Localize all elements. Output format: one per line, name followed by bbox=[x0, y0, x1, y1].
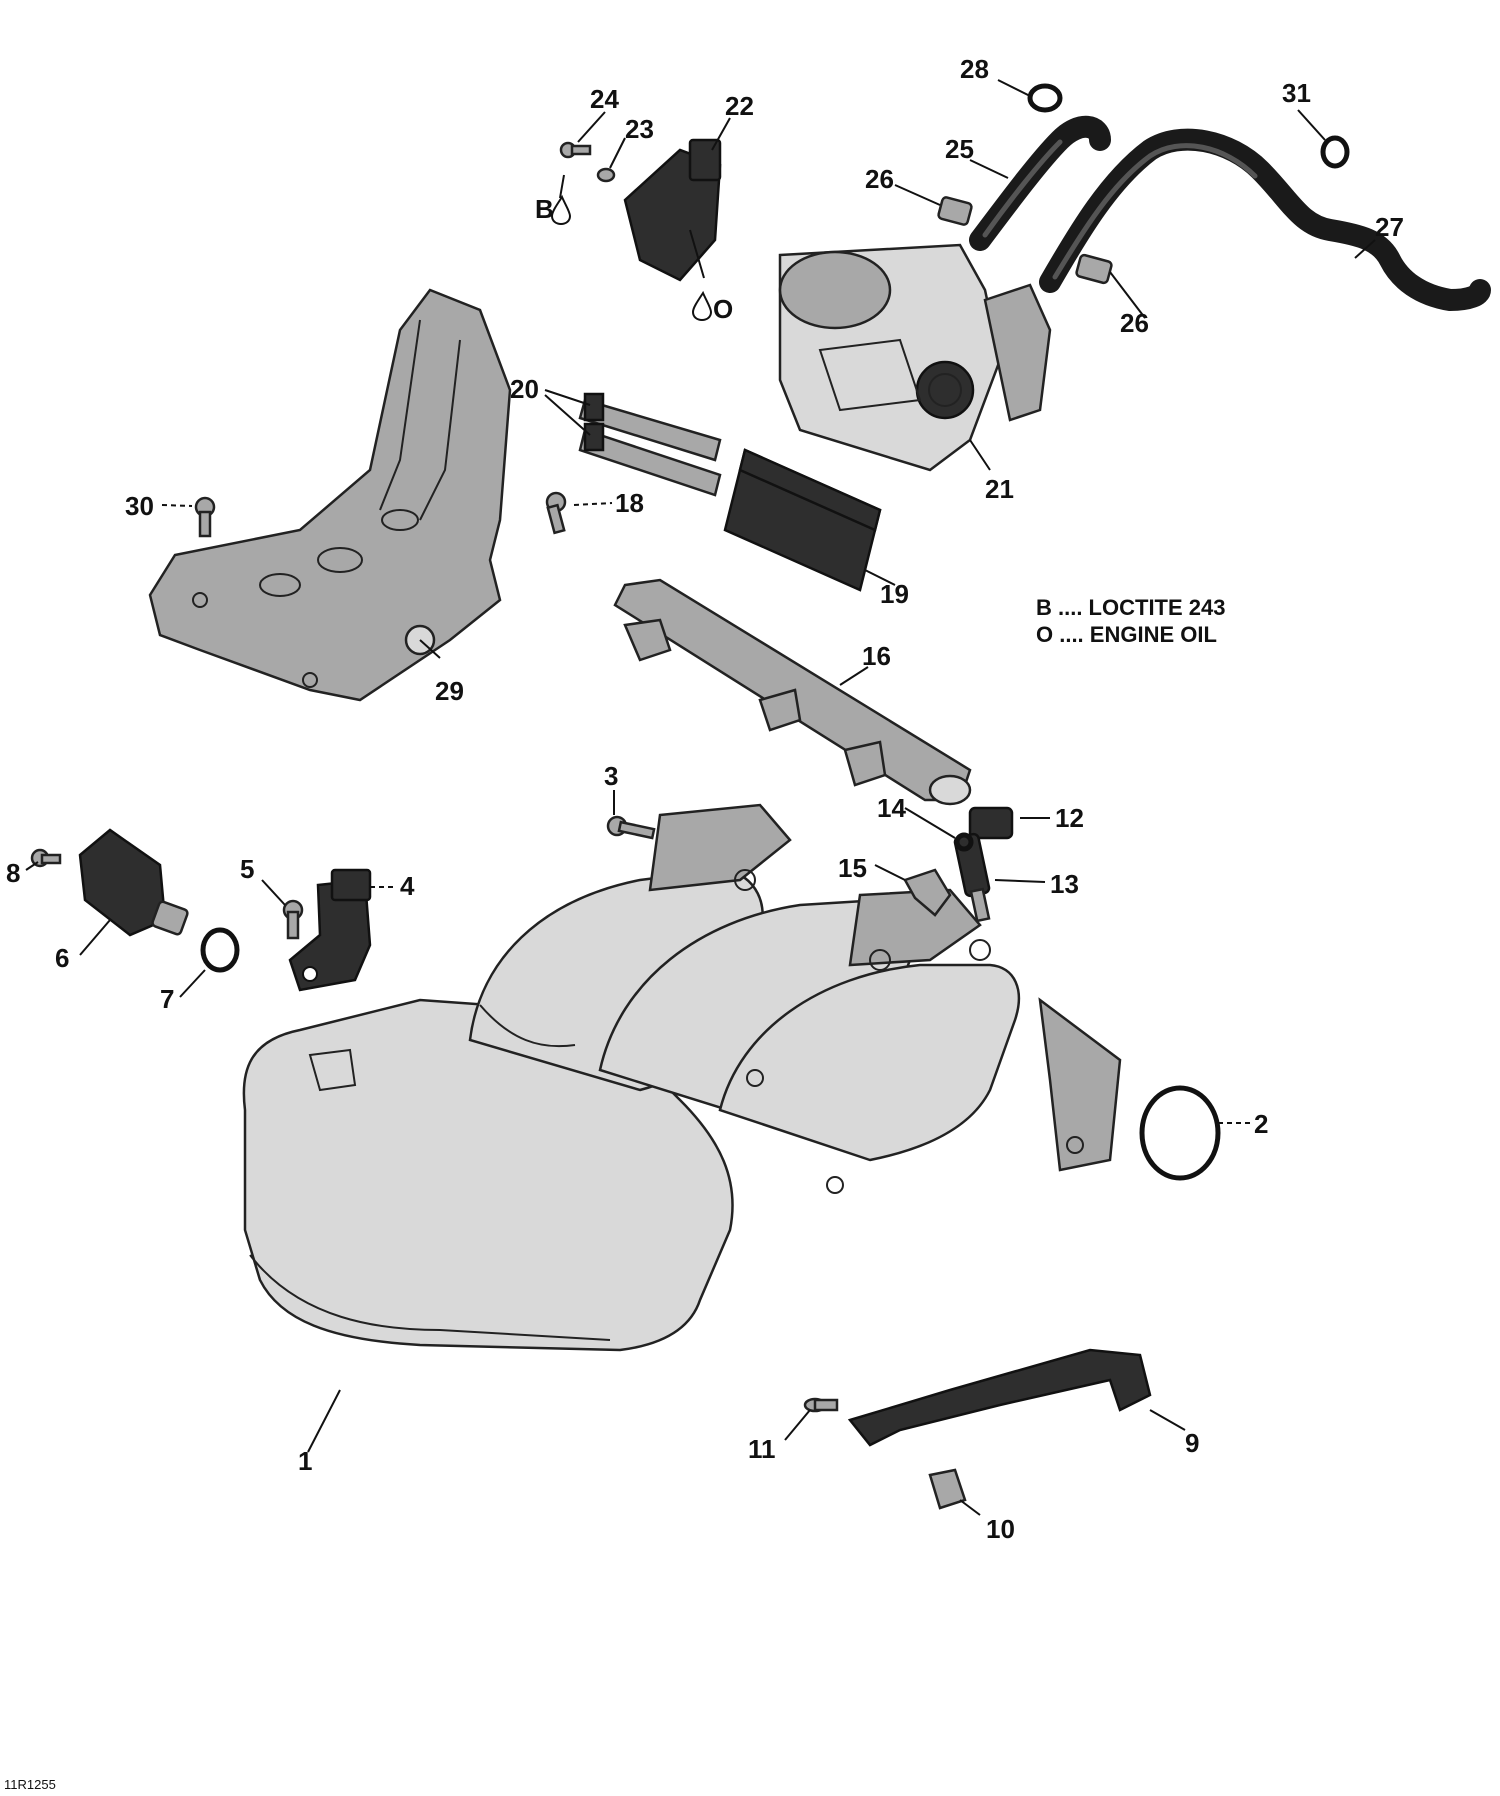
part-screw-5 bbox=[282, 899, 304, 940]
callout-31: 31 bbox=[1282, 78, 1311, 108]
part-hose-clamp-a bbox=[937, 196, 973, 226]
callout-19: 19 bbox=[880, 579, 909, 609]
callout-13: 13 bbox=[1050, 869, 1079, 899]
callout-5: 5 bbox=[240, 854, 254, 884]
part-clip-nut bbox=[928, 1468, 967, 1510]
part-injector-clip bbox=[903, 868, 952, 917]
part-coolant-hose-long bbox=[1039, 128, 1491, 311]
part-manifold-cover bbox=[148, 288, 512, 702]
part-clamp-ring-31 bbox=[1320, 135, 1350, 169]
callout-28: 28 bbox=[960, 54, 989, 84]
part-coolant-hose-short bbox=[969, 115, 1111, 251]
callout-9: 9 bbox=[1185, 1428, 1199, 1458]
part-o-ring-small bbox=[200, 927, 240, 973]
callout-labels: 1 2 3 4 5 6 7 8 9 10 11 12 13 14 15 16 1… bbox=[6, 54, 1404, 1544]
callout-26b: 26 bbox=[1120, 308, 1149, 338]
part-fuel-injector bbox=[953, 806, 1014, 923]
part-fuel-rail bbox=[613, 578, 972, 806]
leader-lines bbox=[25, 79, 1376, 1516]
part-air-valve bbox=[78, 828, 189, 937]
drop-icon bbox=[691, 290, 713, 322]
callout-29: 29 bbox=[435, 676, 464, 706]
callout-22: 22 bbox=[725, 91, 754, 121]
callout-20: 20 bbox=[510, 374, 539, 404]
legend: B .... LOCTITE 243 O .... ENGINE OIL bbox=[1036, 595, 1225, 647]
callout-27: 27 bbox=[1375, 212, 1404, 242]
part-hose-clamp-b bbox=[1075, 253, 1113, 285]
mark-engine-oil: O bbox=[713, 294, 733, 324]
part-bolt-30 bbox=[194, 496, 216, 538]
callout-7: 7 bbox=[160, 984, 174, 1014]
callout-11: 11 bbox=[748, 1434, 776, 1464]
part-washer bbox=[596, 167, 616, 183]
callout-26a: 26 bbox=[865, 164, 894, 194]
drop-icon bbox=[550, 194, 572, 226]
callout-12: 12 bbox=[1055, 803, 1084, 833]
callout-15: 15 bbox=[838, 853, 867, 883]
part-screw-8 bbox=[30, 848, 62, 868]
callout-25: 25 bbox=[945, 134, 974, 164]
callout-24: 24 bbox=[590, 84, 619, 114]
callout-18: 18 bbox=[615, 488, 644, 518]
reference-code: 11R1255 bbox=[4, 1777, 56, 1792]
callout-21: 21 bbox=[985, 474, 1014, 504]
part-hose-clamps bbox=[578, 392, 722, 497]
legend-engine-oil: O .... ENGINE OIL bbox=[1036, 622, 1217, 647]
callout-10: 10 bbox=[986, 1514, 1015, 1544]
part-bolt-11 bbox=[803, 1397, 839, 1413]
callout-2: 2 bbox=[1254, 1109, 1268, 1139]
callout-16: 16 bbox=[862, 641, 891, 671]
part-intake-manifold bbox=[242, 803, 1122, 1352]
callout-23: 23 bbox=[625, 114, 654, 144]
callout-14: 14 bbox=[877, 793, 906, 823]
callout-8: 8 bbox=[6, 858, 20, 888]
callout-30: 30 bbox=[125, 491, 154, 521]
callout-3: 3 bbox=[604, 761, 618, 791]
part-support-bracket bbox=[847, 1348, 1152, 1447]
part-screw-3 bbox=[606, 815, 656, 840]
callout-6: 6 bbox=[55, 943, 69, 973]
legend-loctite: B .... LOCTITE 243 bbox=[1036, 595, 1225, 620]
callout-4: 4 bbox=[400, 871, 415, 901]
part-bolt-18 bbox=[545, 491, 567, 535]
part-pressure-sensor bbox=[288, 868, 372, 992]
callout-1: 1 bbox=[298, 1446, 312, 1476]
part-screw-24 bbox=[559, 141, 592, 159]
mark-loctite: B bbox=[535, 194, 554, 224]
part-intake-sleeve bbox=[723, 448, 882, 592]
part-throttle-body bbox=[778, 243, 1052, 472]
part-clamp-ring-28 bbox=[1027, 83, 1063, 113]
part-gasket-ring bbox=[1139, 1085, 1221, 1181]
application-marks: B O bbox=[535, 194, 733, 324]
part-throttle-sensor bbox=[623, 138, 722, 282]
